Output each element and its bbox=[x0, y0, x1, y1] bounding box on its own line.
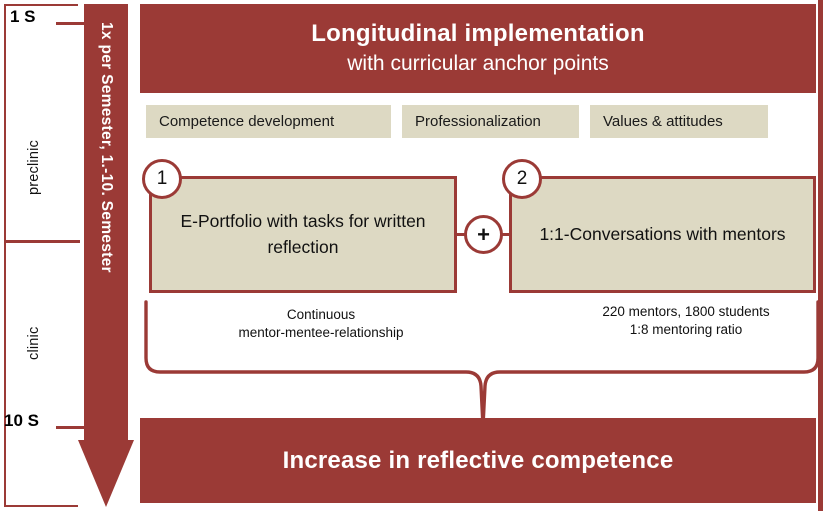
arrow-head-icon bbox=[78, 440, 134, 507]
tag-professionalization: Professionalization bbox=[402, 105, 579, 138]
phase-label-preclinic: preclinic bbox=[26, 140, 42, 195]
phase-label-clinic: clinic bbox=[26, 326, 42, 360]
tag-competence-development: Competence development bbox=[146, 105, 391, 138]
frame-right-edge bbox=[818, 0, 823, 511]
phase-divider bbox=[4, 240, 80, 243]
header-title: Longitudinal implementation bbox=[311, 20, 645, 48]
tick-line-bottom bbox=[56, 426, 86, 429]
caption-mentor-relationship: Continuous mentor-mentee-relationship bbox=[238, 307, 404, 341]
tick-label-tenth-semester: 10 S bbox=[4, 411, 39, 430]
component-badge-1: 1 bbox=[142, 159, 182, 199]
footer-banner: Increase in reflective competence bbox=[140, 418, 816, 503]
header-subtitle: with curricular anchor points bbox=[347, 51, 609, 75]
arrow-shaft bbox=[84, 4, 128, 441]
timeline-arrow: 1x per Semester, 1.-10. Semester bbox=[78, 4, 134, 507]
component-box-eportfolio: E-Portfolio with tasks for written refle… bbox=[149, 176, 457, 293]
main-panel: Longitudinal implementation with curricu… bbox=[136, 0, 823, 511]
caption-mentoring-ratio: 220 mentors, 1800 students 1:8 mentoring… bbox=[602, 304, 770, 338]
footer-title: Increase in reflective competence bbox=[282, 446, 674, 474]
header-banner: Longitudinal implementation with curricu… bbox=[140, 4, 816, 93]
tick-line-top bbox=[56, 22, 86, 25]
tag-values-attitudes: Values & attitudes bbox=[590, 105, 768, 138]
component-box-conversations: 1:1-Conversations with mentors bbox=[509, 176, 816, 293]
component-badge-2: 2 bbox=[502, 159, 542, 199]
anchor-point-tags: Competence development Professionalizati… bbox=[146, 105, 814, 138]
tick-label-first-semester: 1 S bbox=[10, 7, 36, 26]
plus-icon: + bbox=[464, 215, 503, 254]
semester-phase-column bbox=[4, 4, 78, 507]
arrow-label: 1x per Semester, 1.-10. Semester bbox=[98, 22, 115, 273]
